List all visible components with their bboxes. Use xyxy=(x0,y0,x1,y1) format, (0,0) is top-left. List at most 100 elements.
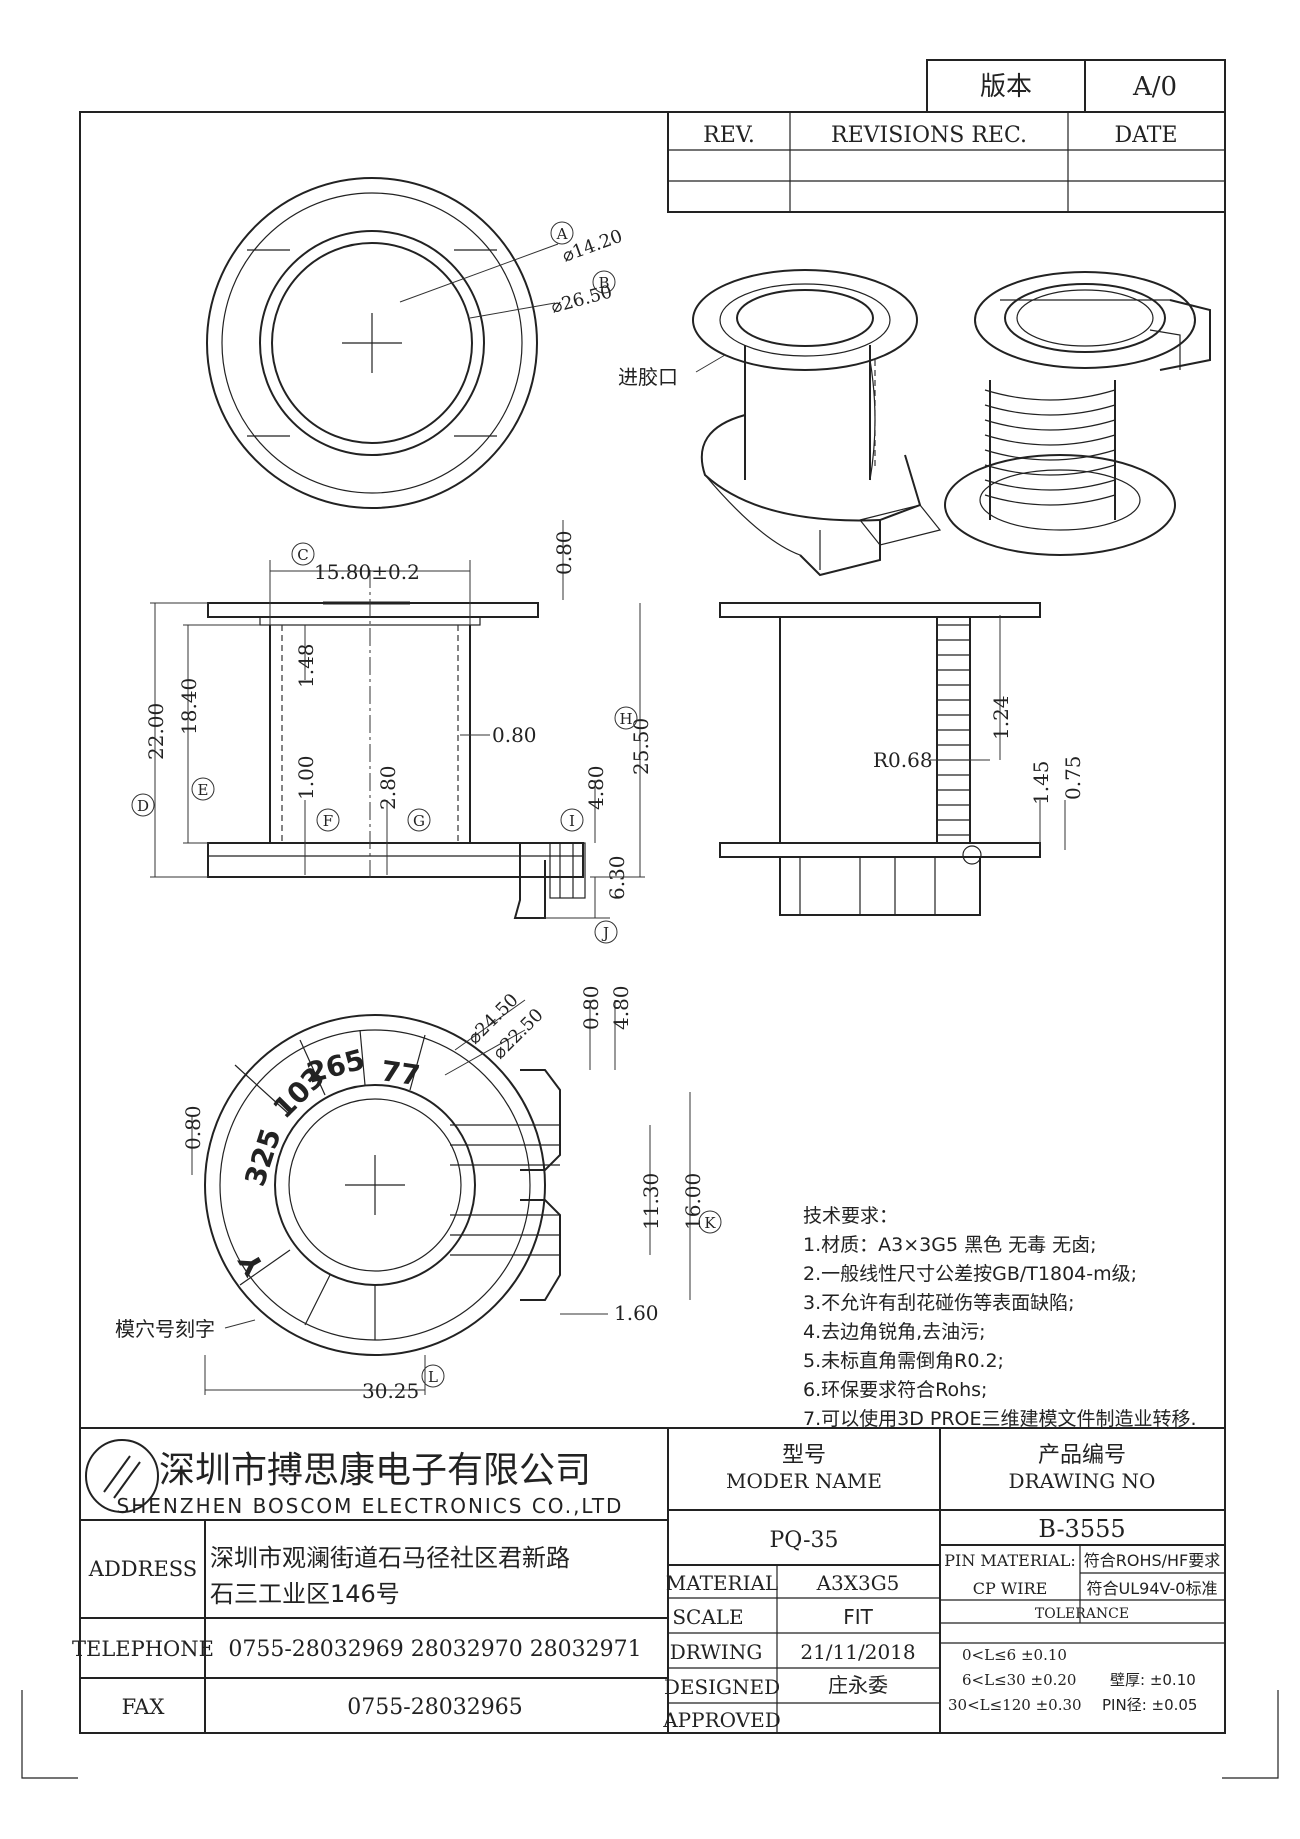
bottom-view: 325 103 265 77 Y ⌀24.50 ⌀22.50 0.80 4.80… xyxy=(115,985,722,1403)
address-label: ADDRESS xyxy=(88,1557,197,1581)
crop-marks xyxy=(21,1690,1279,1779)
isometric-view-left: 进胶口 xyxy=(618,269,942,577)
isometric-view-right xyxy=(944,271,1211,556)
scale-label: SCALE xyxy=(672,1605,743,1629)
rohs-requirement: 符合ROHS/HF要求 xyxy=(1084,1551,1221,1570)
dim-e-marker: E xyxy=(198,781,209,799)
dim-160: 1.60 xyxy=(614,1301,659,1325)
wall-tolerance: 壁厚: ±0.10 xyxy=(1110,1671,1196,1689)
dim-080-mid: 0.80 xyxy=(492,723,537,747)
tech-item-5: 5.未标直角需倒角R0.2; xyxy=(803,1350,1004,1372)
technical-requirements: 技术要求： 1.材质：A3×3G5 黑色 无毒 无卤; 2.一般线性尺寸公差按G… xyxy=(803,1205,1197,1430)
dim-124: 1.24 xyxy=(989,695,1013,740)
tech-item-6: 6.环保要求符合Rohs; xyxy=(803,1379,987,1401)
dim-d-value: 22.00 xyxy=(144,703,168,760)
version-value: A/0 xyxy=(1132,72,1177,102)
fax-label: FAX xyxy=(122,1695,165,1719)
dim-c-value: 15.80±0.2 xyxy=(314,560,420,584)
dim-c-marker: C xyxy=(297,546,308,564)
ul-requirement: 符合UL94V-0标准 xyxy=(1087,1579,1218,1598)
tech-item-3: 3.不允许有刮花碰伤等表面缺陷; xyxy=(803,1292,1075,1314)
dim-080-b: 0.80 xyxy=(579,985,603,1030)
dim-g-value: 2.80 xyxy=(376,765,400,810)
designed-label: DESIGNED xyxy=(664,1675,780,1699)
address-line-2: 石三工业区146号 xyxy=(210,1580,400,1608)
cavity-number-325: 325 xyxy=(238,1124,287,1190)
dim-k-marker: K xyxy=(704,1214,716,1232)
dim-j-marker: J xyxy=(601,924,609,942)
approved-label: APPROVED xyxy=(662,1708,781,1732)
cavity-number-77: 77 xyxy=(379,1054,422,1092)
version-label: 版本 xyxy=(980,72,1032,102)
front-section-view: C 15.80±0.2 22.00 D 18.40 E 1.48 0.80 1.… xyxy=(131,520,653,944)
dim-a-value: ⌀14.20 xyxy=(560,226,626,267)
dim-l-marker: L xyxy=(428,1368,438,1386)
cp-wire-label: CP WIRE xyxy=(973,1579,1048,1598)
title-block: 深圳市搏思康电子有限公司 SHENZHEN BOSCOM ELECTRONICS… xyxy=(72,1427,1225,1733)
dim-f-value: 1.00 xyxy=(294,755,318,800)
dim-j-value: 6.30 xyxy=(605,855,629,900)
dim-a-marker: A xyxy=(556,225,568,243)
dim-080-top: 0.80 xyxy=(552,530,576,575)
company-name-cn: 深圳市搏思康电子有限公司 xyxy=(159,1450,591,1491)
tech-title: 技术要求： xyxy=(803,1205,898,1227)
dim-h-marker: H xyxy=(619,710,632,728)
telephone-value: 0755-28032969 28032970 28032971 xyxy=(228,1637,641,1662)
drawing-label-cn: 产品编号 xyxy=(1038,1443,1126,1468)
cavity-label: 模穴号刻字 xyxy=(115,1317,215,1341)
tech-item-4: 4.去边角锐角,去油污; xyxy=(803,1321,986,1343)
model-value: PQ-35 xyxy=(769,1528,838,1553)
fax-value: 0755-28032965 xyxy=(347,1695,522,1720)
dim-f-marker: F xyxy=(323,812,333,830)
company-logo-icon xyxy=(85,1439,159,1513)
dim-r068: R0.68 xyxy=(873,748,933,772)
address-line-1: 深圳市观澜街道石马径社区君新路 xyxy=(210,1544,570,1572)
dim-b-marker: B xyxy=(598,274,609,292)
designed-value: 庄永委 xyxy=(828,1673,888,1697)
model-label-cn: 型号 xyxy=(782,1443,826,1468)
dim-i-marker: I xyxy=(569,812,575,830)
cavity-number-265: 265 xyxy=(303,1043,368,1090)
drwing-value: 21/11/2018 xyxy=(800,1640,915,1664)
drwing-label: DRWING xyxy=(670,1640,763,1664)
model-label-en: MODER NAME xyxy=(726,1469,882,1493)
telephone-label: TELEPHONE xyxy=(72,1637,214,1661)
version-box: 版本 A/0 xyxy=(926,59,1226,113)
dim-480-b: 4.80 xyxy=(609,985,633,1030)
dim-k-value: 16.00 xyxy=(681,1173,705,1230)
pin-tolerance: PIN径: ±0.05 xyxy=(1102,1696,1197,1714)
dim-080-left: 0.80 xyxy=(181,1105,205,1150)
dim-148: 1.48 xyxy=(294,643,318,688)
dim-h-value: 25.50 xyxy=(629,718,653,775)
dim-b-value: ⌀26.50 xyxy=(549,281,615,317)
material-value: A3X3G5 xyxy=(816,1571,900,1595)
gate-label: 进胶口 xyxy=(618,365,678,389)
date-header: DATE xyxy=(1114,123,1177,148)
tolerance-row-3: 30<L≤120 ±0.30 xyxy=(948,1696,1082,1714)
tolerance-row-1: 0<L≤6 ±0.10 xyxy=(962,1646,1067,1664)
dim-145: 1.45 xyxy=(1029,760,1053,805)
rev-header: REV. xyxy=(703,123,755,148)
dim-d-marker: D xyxy=(137,797,149,815)
side-view: 1.24 R0.68 1.45 0.75 xyxy=(719,602,1085,916)
revision-table: REV. REVISIONS REC. DATE xyxy=(667,111,1226,213)
sheet-border xyxy=(79,111,1226,1734)
drawing-value: B-3555 xyxy=(1038,1515,1125,1543)
dim-i-value: 4.80 xyxy=(584,765,608,810)
tech-item-7: 7.可以使用3D PROE三维建模文件制造业转移. xyxy=(803,1408,1197,1430)
revisions-rec-header: REVISIONS REC. xyxy=(831,123,1027,148)
scale-value: FIT xyxy=(843,1605,873,1629)
dim-1130: 11.30 xyxy=(639,1173,663,1230)
dim-g-marker: G xyxy=(413,812,425,830)
drawing-label-en: DRAWING NO xyxy=(1009,1469,1156,1493)
company-name-en: SHENZHEN BOSCOM ELECTRONICS CO.,LTD xyxy=(117,1494,624,1518)
tech-item-2: 2.一般线性尺寸公差按GB/T1804-m级; xyxy=(803,1263,1137,1285)
dim-e-value: 18.40 xyxy=(177,678,201,735)
dim-l-value: 30.25 xyxy=(362,1379,419,1403)
tech-item-1: 1.材质：A3×3G5 黑色 无毒 无卤; xyxy=(803,1234,1097,1256)
tolerance-row-2: 6<L≤30 ±0.20 xyxy=(962,1671,1076,1689)
top-view: A ⌀14.20 B ⌀26.50 xyxy=(206,177,626,509)
tolerance-label: TOLERANCE xyxy=(1035,1606,1129,1622)
pin-material-label: PIN MATERIAL: xyxy=(944,1551,1076,1570)
